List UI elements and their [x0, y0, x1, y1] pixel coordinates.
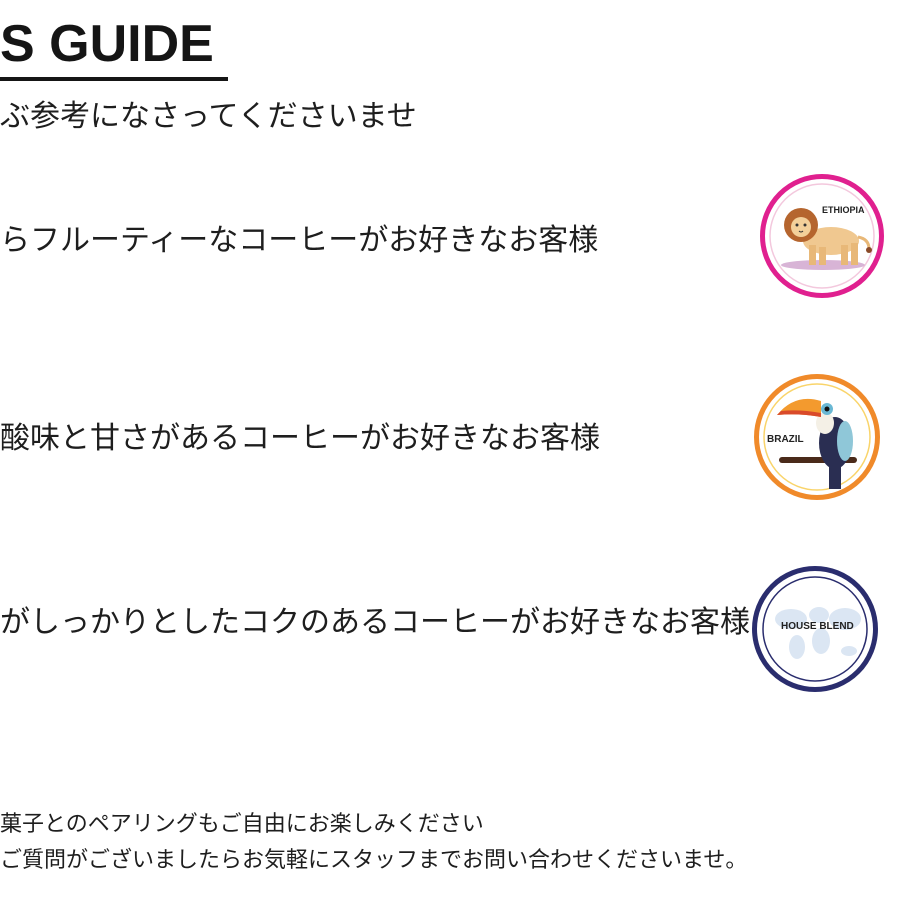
- page-subtitle: ぶ参考になさってくださいませ: [0, 99, 417, 134]
- toucan-icon: [763, 383, 871, 491]
- footer-line-1: 菓子とのペアリングもご自由にお楽しみください: [0, 812, 484, 837]
- house-blend-badge-label: HOUSE BLEND: [781, 621, 854, 632]
- footer-line-2: ご質問がございましたらお気軽にスタッフまでお問い合わせくださいませ。: [0, 848, 748, 873]
- page-title: S GUIDE: [0, 15, 214, 73]
- ethiopia-badge: ETHIOPIA: [760, 174, 884, 298]
- ethiopia-badge-label: ETHIOPIA: [822, 205, 865, 215]
- lion-icon: [769, 183, 875, 289]
- world-map-icon: [762, 576, 868, 682]
- house-blend-badge: HOUSE BLEND: [752, 566, 878, 692]
- brazil-description: 酸味と甘さがあるコーヒーがお好きなお客様: [0, 421, 600, 456]
- brazil-badge: BRAZIL: [754, 374, 880, 500]
- brazil-badge-label: BRAZIL: [767, 434, 804, 445]
- ethiopia-description: らフルーティーなコーヒーがお好きなお客様: [0, 223, 599, 258]
- title-underline: [0, 77, 228, 81]
- house-blend-description: がしっかりとしたコクのあるコーヒーがお好きなお客様: [0, 605, 750, 640]
